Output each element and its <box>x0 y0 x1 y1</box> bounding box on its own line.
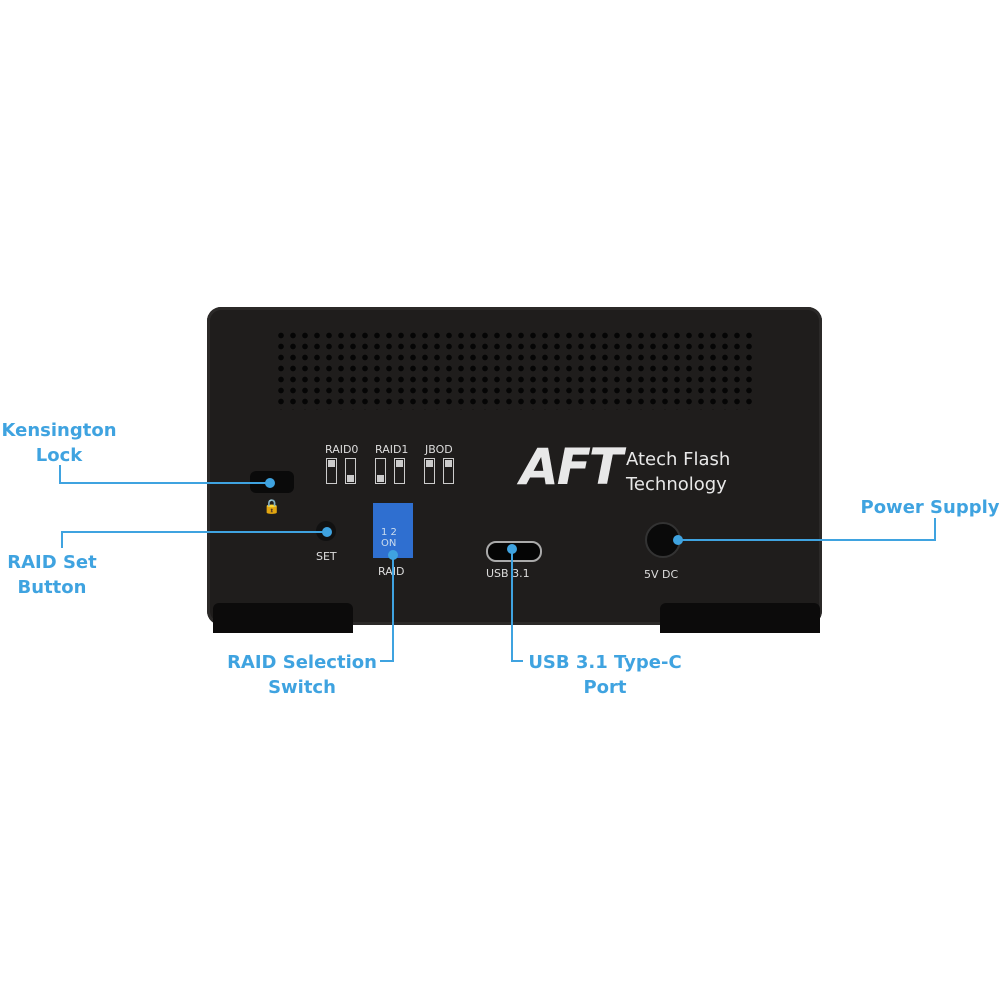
callout-text: Port <box>583 677 627 698</box>
raid-label: RAID <box>378 565 404 578</box>
raid-selection-switch-callout: RAID Selection Switch <box>222 650 382 700</box>
raid0-label: RAID0 <box>325 443 359 456</box>
callout-line <box>934 518 936 541</box>
right-foot <box>660 603 820 633</box>
callout-line <box>61 531 63 548</box>
usb-port-callout: USB 3.1 Type-C Port <box>520 650 690 700</box>
callout-dot <box>388 550 398 560</box>
dip-diagram <box>375 458 386 484</box>
aft-logo: AFT <box>520 438 623 496</box>
lock-icon: 🔒 <box>263 499 281 515</box>
callout-text: RAID Set <box>7 552 97 573</box>
callout-text: Button <box>17 577 87 598</box>
callout-line <box>380 660 394 662</box>
dip-diagram <box>394 458 405 484</box>
raid-set-button-callout: RAID Set Button <box>0 550 104 600</box>
brand-line: Technology <box>626 474 727 495</box>
switch-numbers: 1 2 <box>381 527 397 538</box>
jbod-label: JBOD <box>425 443 453 456</box>
dip-diagram <box>326 458 337 484</box>
kensington-lock-callout: Kensington Lock <box>0 418 118 468</box>
dc-label: 5V DC <box>644 568 679 581</box>
callout-dot <box>322 527 332 537</box>
callout-dot <box>673 535 683 545</box>
dip-diagram <box>443 458 454 484</box>
callout-text: Kensington <box>1 420 117 441</box>
callout-text: USB 3.1 Type-C <box>528 652 682 673</box>
brand-line: Atech Flash <box>626 449 731 470</box>
callout-text: RAID Selection <box>227 652 377 673</box>
left-foot <box>213 603 353 633</box>
callout-line <box>61 531 327 533</box>
usb-label: USB 3.1 <box>486 567 530 580</box>
dip-diagram <box>424 458 435 484</box>
power-supply-callout: Power Supply <box>860 497 1000 518</box>
raid1-label: RAID1 <box>375 443 409 456</box>
set-label: SET <box>316 550 337 563</box>
switch-on-label: ON <box>381 538 397 549</box>
dip-diagram <box>345 458 356 484</box>
callout-line <box>511 660 523 662</box>
brand-name: Atech Flash Technology <box>626 447 730 497</box>
callout-dot <box>265 478 275 488</box>
raid-dip-switch[interactable]: 1 2 ON <box>373 503 413 558</box>
callout-text: Lock <box>35 445 83 466</box>
callout-line <box>59 482 270 484</box>
callout-line <box>511 549 513 662</box>
callout-line <box>678 539 936 541</box>
callout-line <box>392 555 394 662</box>
callout-text: Switch <box>268 677 336 698</box>
ventilation-grille <box>275 330 755 410</box>
callout-dot <box>507 544 517 554</box>
callout-line <box>59 465 61 484</box>
